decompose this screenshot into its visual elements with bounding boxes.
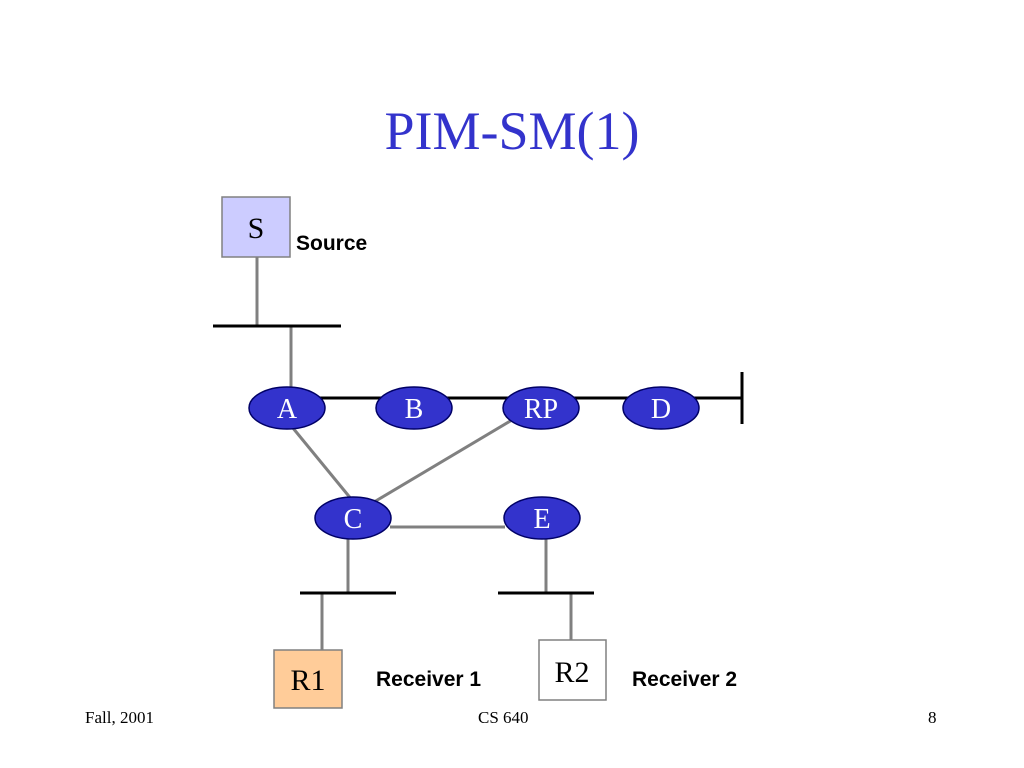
source-box [221,196,291,258]
footer-course: CS 640 [478,708,529,727]
router-c-node [314,496,392,540]
source-label: Source [296,232,367,255]
router-b-node [375,386,453,430]
footer-date: Fall, 2001 [85,708,154,727]
receiver2-label: Receiver 2 [632,668,737,691]
router-a-label: A [277,394,298,425]
router-c-label: C [344,504,363,535]
receiver1-label: Receiver 1 [376,668,481,691]
footer-page-number: 8 [928,708,937,727]
receiver1-box-label: R1 [290,664,325,697]
router-e-label: E [533,504,550,535]
router-d-node [622,386,700,430]
router-a-node [248,386,326,430]
receiver1-box [273,649,343,709]
router-b-label: B [405,394,424,425]
receiver2-box [538,639,607,701]
router-e-node [503,496,581,540]
link-rp-c [373,418,513,504]
link-a-c [286,421,354,501]
router-rp-label: RP [524,394,558,425]
router-rp-node [502,386,580,430]
receiver2-box-label: R2 [554,656,589,689]
slide-title: PIM-SM(1) [384,101,640,161]
source-box-label: S [248,212,265,245]
router-d-label: D [651,394,671,425]
